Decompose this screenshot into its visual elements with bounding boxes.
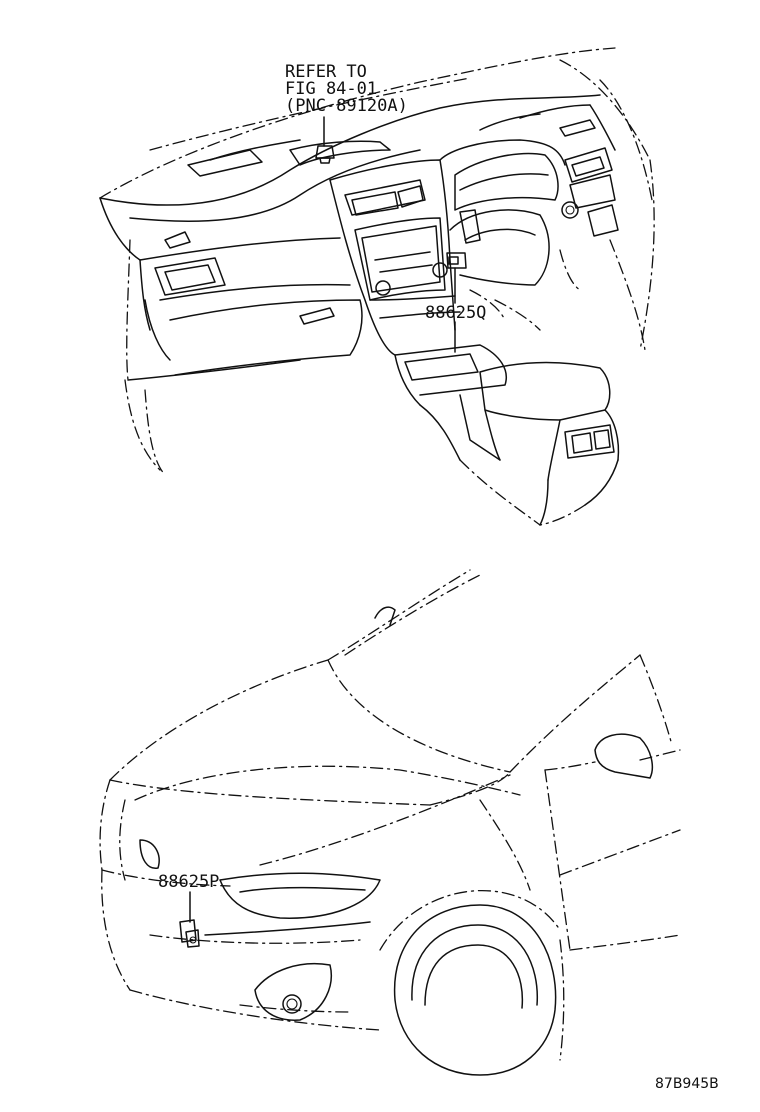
dashboard-illustration bbox=[99, 47, 655, 526]
sensor-icon bbox=[315, 145, 335, 164]
front-sensor-part-number: 88625P bbox=[158, 872, 219, 892]
console-sensor-callout: 88625Q bbox=[425, 252, 486, 353]
sensor-icon bbox=[179, 919, 200, 948]
refer-callout-line2: FIG 84-01 bbox=[285, 79, 377, 99]
vehicle-front-illustration bbox=[99, 569, 681, 1076]
refer-callout-line3: (PNC 89120A) bbox=[285, 96, 408, 116]
figure-code: 87B945B bbox=[655, 1076, 719, 1092]
console-sensor-part-number: 88625Q bbox=[425, 303, 486, 323]
refer-callout: REFER TO FIG 84-01 (PNC 89120A) bbox=[285, 62, 408, 164]
front-sensor-callout: 88625P bbox=[158, 872, 219, 948]
refer-callout-line1: REFER TO bbox=[285, 62, 367, 82]
sensor-icon bbox=[446, 252, 467, 269]
